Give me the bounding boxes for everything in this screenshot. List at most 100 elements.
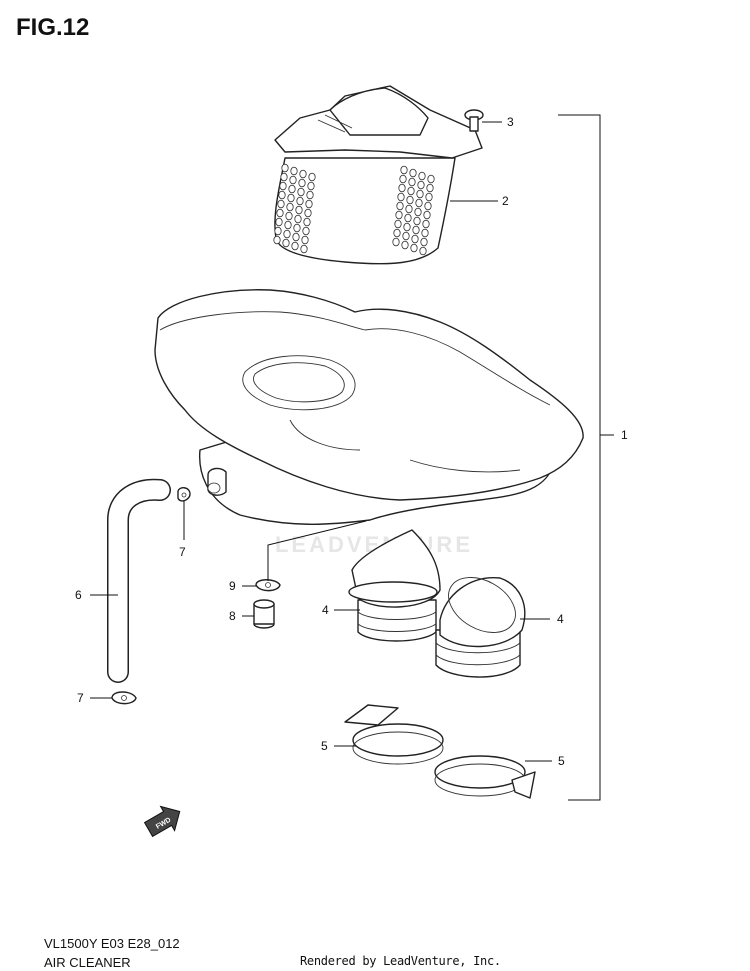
- hose-clip-upper: [177, 487, 191, 502]
- filter-hole: [292, 232, 300, 242]
- filter-hole: [406, 195, 414, 205]
- filter-hole: [411, 234, 419, 244]
- filter-hole: [276, 208, 284, 218]
- filter-hole: [299, 169, 307, 179]
- filter-hole: [301, 235, 309, 245]
- filter-hole: [393, 228, 401, 238]
- callout-5-upper: 5: [321, 739, 328, 753]
- filter-hole: [402, 231, 410, 241]
- filter-hole: [414, 207, 422, 217]
- filter-hole: [291, 241, 299, 251]
- filter-hole: [418, 171, 426, 181]
- filter-hole: [415, 198, 423, 208]
- filter-hole: [427, 174, 435, 184]
- filter-hole: [404, 213, 412, 223]
- filter-hole: [396, 201, 404, 211]
- filter-hole: [308, 172, 316, 182]
- filter-hole: [285, 211, 293, 221]
- figure-title: FIG.12: [16, 14, 90, 41]
- filter-hole: [275, 217, 283, 227]
- filter-hole: [284, 220, 292, 230]
- filter-hole: [403, 222, 411, 232]
- callout-4-left: 4: [322, 603, 329, 617]
- filter-hole: [279, 181, 287, 191]
- filter-hole: [420, 237, 428, 247]
- hose-clip-lower: [111, 691, 137, 705]
- filter-element: [273, 85, 483, 265]
- filter-hole: [419, 246, 427, 256]
- filter-hole: [307, 181, 315, 191]
- callout-numbers: 1 2 3 4 4 5 5 6 7 7 8 9: [75, 115, 628, 768]
- filter-hole: [282, 238, 290, 248]
- filter-hole: [281, 163, 289, 173]
- filter-hole: [286, 202, 294, 212]
- filter-hole: [305, 199, 313, 209]
- filter-hole: [283, 229, 291, 239]
- filter-hole: [297, 187, 305, 197]
- filter-hole: [280, 172, 288, 182]
- intake-boot-left: [348, 529, 441, 642]
- filter-hole: [412, 225, 420, 235]
- callout-6: 6: [75, 588, 82, 602]
- filter-hole: [397, 192, 405, 202]
- filter-hole: [278, 190, 286, 200]
- callout-2: 2: [502, 194, 509, 208]
- filter-hole: [407, 186, 415, 196]
- filter-hole: [295, 205, 303, 215]
- filter-hole: [294, 214, 302, 224]
- filter-hole: [399, 174, 407, 184]
- clamp-small: [255, 579, 281, 592]
- model-code: VL1500Y E03 E28_012: [44, 936, 180, 951]
- filter-hole: [408, 177, 416, 187]
- filter-hole: [298, 178, 306, 188]
- filter-holes-left: [273, 163, 316, 254]
- band-clamp-lower: [434, 755, 536, 799]
- filter-hole: [409, 168, 417, 178]
- filter-hole: [303, 217, 311, 227]
- filter-hole: [290, 166, 298, 176]
- filter-hole: [426, 183, 434, 193]
- filter-hole: [300, 244, 308, 254]
- callout-5-lower: 5: [558, 754, 565, 768]
- filter-hole: [400, 165, 408, 175]
- section-name: AIR CLEANER: [44, 955, 131, 970]
- callout-4-right: 4: [557, 612, 564, 626]
- filter-hole: [422, 219, 430, 229]
- collar: [253, 599, 275, 629]
- filter-hole: [413, 216, 421, 226]
- filter-hole: [277, 199, 285, 209]
- filter-holes-right: [392, 165, 435, 256]
- filter-hole: [293, 223, 301, 233]
- band-clamp-upper: [344, 704, 444, 765]
- filter-hole: [273, 235, 281, 245]
- filter-hole: [405, 204, 413, 214]
- filter-hole: [296, 196, 304, 206]
- filter-hole: [424, 201, 432, 211]
- filter-hole: [398, 183, 406, 193]
- filter-hole: [410, 243, 418, 253]
- filter-hole: [304, 208, 312, 218]
- filter-hole: [302, 226, 310, 236]
- filter-hole: [416, 189, 424, 199]
- filter-hole: [395, 210, 403, 220]
- screw: [464, 109, 484, 132]
- filter-hole: [425, 192, 433, 202]
- filter-hole: [421, 228, 429, 238]
- filter-hole: [274, 226, 282, 236]
- callout-9: 9: [229, 579, 236, 593]
- filter-hole: [289, 175, 297, 185]
- filter-hole: [288, 184, 296, 194]
- filter-hole: [423, 210, 431, 220]
- render-credit: Rendered by LeadVenture, Inc.: [300, 954, 501, 968]
- filter-hole: [401, 240, 409, 250]
- filter-hole: [394, 219, 402, 229]
- filter-hole: [392, 237, 400, 247]
- air-cleaner-housing: [154, 289, 584, 525]
- filter-hole: [306, 190, 314, 200]
- filter-hole: [417, 180, 425, 190]
- callout-7-upper: 7: [179, 545, 186, 559]
- callout-1: 1: [621, 428, 628, 442]
- leader-lines: [90, 114, 614, 801]
- callout-7-lower: 7: [77, 691, 84, 705]
